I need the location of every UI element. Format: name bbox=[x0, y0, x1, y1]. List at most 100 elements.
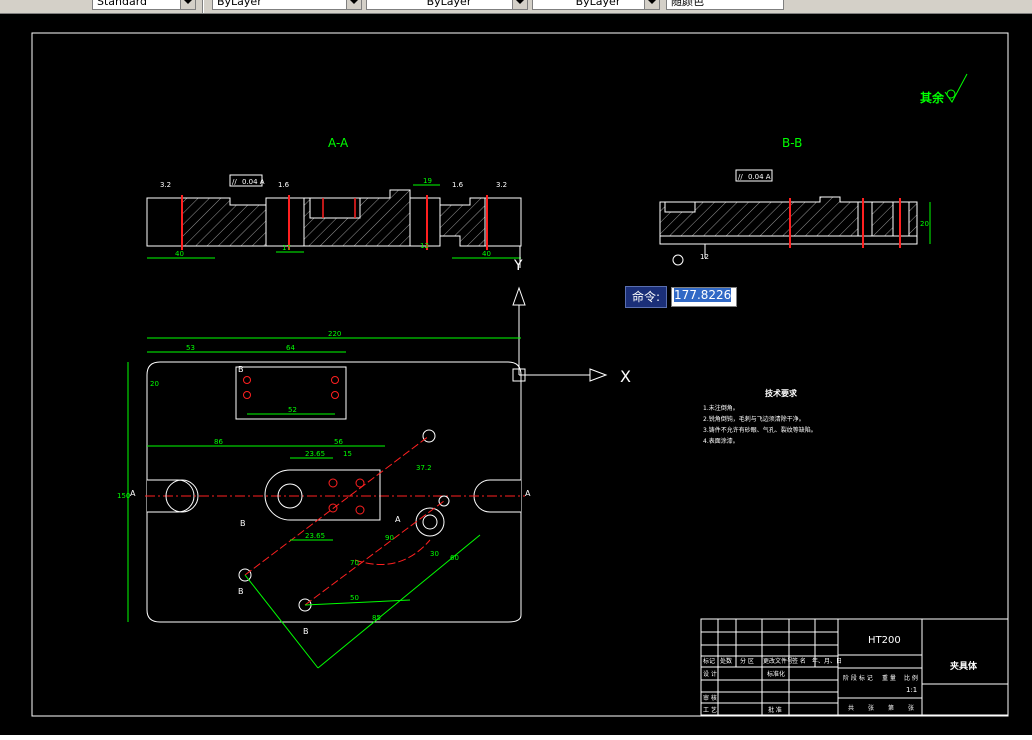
tb-standard: 标准化 bbox=[767, 670, 785, 678]
section-aa-slot bbox=[309, 197, 361, 219]
linetype-combo[interactable]: ByLayer bbox=[366, 0, 528, 10]
dim-40-right: 40 bbox=[482, 250, 491, 258]
text-style-value: Standard bbox=[97, 0, 148, 8]
pin-hole bbox=[238, 568, 252, 582]
tech-req-item: 4.表面涂漆。 bbox=[703, 437, 739, 445]
section-aa-hole-left bbox=[265, 197, 305, 247]
material: HT200 bbox=[868, 635, 901, 646]
lineweight-combo[interactable]: ByLayer bbox=[532, 0, 660, 10]
tb-ratio: 比 例 bbox=[904, 674, 918, 682]
title-block-text: HT200 夹具体 1:1 标记 处数 分 区 更改文件号 签 名 年、月、日 … bbox=[703, 635, 978, 714]
command-line[interactable] bbox=[0, 735, 1032, 740]
slot-arc bbox=[165, 479, 199, 513]
dim-64: 64 bbox=[286, 344, 295, 352]
construction-line bbox=[304, 500, 445, 606]
chevron-down-icon[interactable] bbox=[512, 0, 527, 9]
plot-style-value: 随颜色 bbox=[671, 0, 704, 8]
hole bbox=[355, 478, 365, 488]
tb-process: 工 艺 bbox=[703, 706, 717, 714]
gdt-value: 0.04 A bbox=[242, 178, 265, 186]
tech-req-item: 3.铸件不允许有砂眼、气孔、裂纹等缺陷。 bbox=[703, 426, 817, 434]
central-boss bbox=[264, 469, 381, 521]
layer-value: ByLayer bbox=[217, 0, 262, 8]
tb-sign: 签 名 bbox=[792, 657, 806, 665]
dim-12: 12 bbox=[420, 242, 429, 250]
dynamic-input: 命令: 177.8226 bbox=[625, 286, 738, 308]
dim-20: 20 bbox=[920, 220, 929, 228]
dim-372: 37.2 bbox=[416, 464, 432, 472]
section-aa-hole-right bbox=[409, 197, 441, 247]
ucs-icon: X Y bbox=[512, 258, 631, 386]
section-aa-right-pad bbox=[484, 197, 522, 247]
section-aa-title: A-A bbox=[328, 136, 349, 150]
scale: 1:1 bbox=[906, 686, 917, 694]
chevron-down-icon[interactable] bbox=[346, 0, 361, 9]
dim-220: 220 bbox=[328, 330, 341, 338]
roughness-16c: 1.6 bbox=[452, 181, 464, 189]
bore-right-inner bbox=[422, 514, 438, 530]
gdt-value: 0.04 A bbox=[748, 173, 771, 181]
linetype-value: ByLayer bbox=[426, 0, 472, 8]
toolbar-separator bbox=[202, 0, 204, 13]
section-label-b3: B bbox=[238, 587, 244, 596]
tb-sheet-no: 第 bbox=[888, 704, 894, 712]
dim-40-left: 40 bbox=[175, 250, 184, 258]
hole bbox=[331, 376, 339, 384]
dim-19: 19 bbox=[423, 177, 432, 185]
dim-17: 17 bbox=[282, 244, 291, 252]
gdt-frame bbox=[229, 174, 263, 187]
roughness-16a: 3.2 bbox=[160, 181, 171, 189]
lineweight-value: ByLayer bbox=[575, 0, 621, 8]
bore bbox=[277, 483, 303, 509]
drawing-border bbox=[31, 32, 1009, 717]
tb-review: 审 核 bbox=[703, 694, 717, 702]
plan-view: 220 53 64 52 86 56 23.65 23.65 15 150 85… bbox=[117, 330, 531, 669]
section-label-b2: B bbox=[240, 519, 246, 528]
tb-design: 设 计 bbox=[703, 670, 717, 678]
tb-zone: 分 区 bbox=[740, 657, 754, 665]
tb-mark: 标记 bbox=[703, 657, 715, 665]
section-aa-left-pad bbox=[146, 197, 183, 247]
tb-approve: 批 准 bbox=[768, 706, 782, 714]
drawing-canvas[interactable]: 其余 A-A 40 40 17 12 19 3.2 1.6 1.6 3.2 //… bbox=[0, 13, 1032, 735]
dim-85: 85 bbox=[372, 614, 381, 622]
dim-50: 50 bbox=[350, 594, 359, 602]
section-bb-slot bbox=[664, 201, 696, 213]
layer-combo[interactable]: ByLayer bbox=[212, 0, 362, 10]
tb-sheet-unit: 张 bbox=[908, 704, 914, 712]
dim-2365b: 23.65 bbox=[305, 532, 325, 540]
section-label-a3: A bbox=[395, 515, 401, 524]
gdt-symbol: // bbox=[232, 178, 237, 186]
section-aa-view: A-A 40 40 17 12 19 3.2 1.6 1.6 3.2 // 0.… bbox=[146, 136, 522, 268]
part-name: 夹具体 bbox=[950, 660, 978, 672]
pin-hole bbox=[422, 429, 436, 443]
roughness-16b: 1.6 bbox=[278, 181, 290, 189]
chevron-down-icon[interactable] bbox=[644, 0, 659, 9]
ucs-origin-box bbox=[512, 368, 526, 382]
section-label-b: B bbox=[238, 365, 244, 374]
section-bb-hole bbox=[857, 201, 873, 237]
text-style-combo[interactable]: Standard bbox=[92, 0, 196, 10]
arrow-right-icon bbox=[589, 368, 608, 382]
chevron-down-icon[interactable] bbox=[180, 0, 195, 9]
dim-2365: 23.65 bbox=[305, 450, 325, 458]
tb-sheets-unit: 张 bbox=[868, 704, 874, 712]
tech-req-item: 1.未注倒角。 bbox=[703, 404, 739, 412]
gdt-frame bbox=[735, 169, 773, 182]
section-label-a: A bbox=[130, 489, 136, 498]
dim-60: 60 bbox=[450, 554, 459, 562]
hole bbox=[331, 391, 339, 399]
dim-56: 56 bbox=[334, 438, 343, 446]
hole bbox=[328, 503, 338, 513]
bore-right bbox=[415, 507, 445, 537]
plot-style-combo[interactable]: 随颜色 bbox=[666, 0, 784, 10]
dimension-line bbox=[304, 599, 411, 606]
arrow-up-icon bbox=[512, 286, 526, 306]
tb-weight: 重 量 bbox=[882, 674, 896, 682]
roughness-symbol-icon bbox=[944, 73, 968, 103]
dim-r20: 20 bbox=[150, 380, 159, 388]
tech-req-item: 2.锐角倒钝，毛刺与飞边须清除干净。 bbox=[703, 415, 805, 423]
roughness-note: 其余 bbox=[920, 90, 945, 105]
command-input[interactable]: 177.8226 bbox=[671, 287, 738, 307]
command-value: 177.8226 bbox=[674, 288, 732, 302]
